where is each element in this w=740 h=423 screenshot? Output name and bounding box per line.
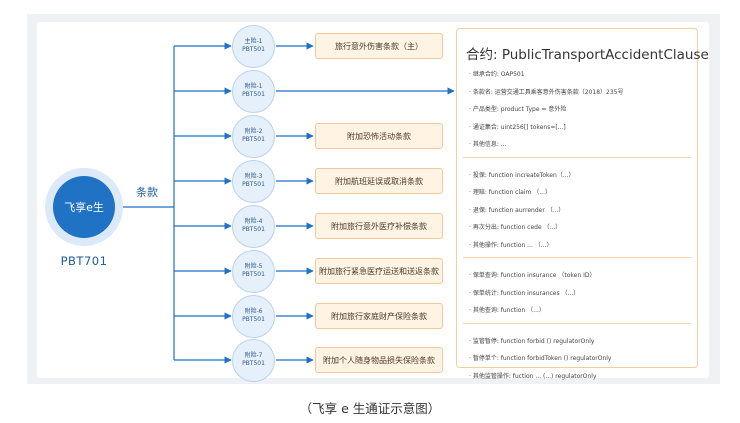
contract-item: · 其他监管操作: fuction ... (...) regulatorOnl…	[469, 372, 597, 380]
policy-node-code: PBT501	[242, 360, 265, 367]
policy-node-code: PBT501	[242, 91, 265, 98]
clause-box: 附加航班延误或取消条款	[315, 168, 443, 194]
clause-box: 附加恐怖活动条款	[315, 123, 443, 149]
contract-item: · 条款名: 运营交通工具乘客意外伤害条款（2018）235号	[469, 88, 624, 96]
contract-item: · 产品类型: product Type = 意外险	[469, 106, 567, 113]
policy-node-code: PBT501	[242, 181, 265, 188]
clause-box: 附加个人随身物品损失保险条款	[315, 347, 443, 373]
contract-separator	[463, 156, 691, 158]
policy-node-type: 附险-7	[244, 352, 263, 359]
policy-node-code: PBT501	[242, 316, 265, 323]
policy-node-type: 附险-6	[244, 308, 263, 315]
policy-node-type: 附险-2	[244, 128, 263, 135]
clause-box: 旅行意外伤害条款（主）	[315, 33, 443, 59]
contract-item: · 理赔: function claim （...）	[469, 189, 551, 196]
hub-code: PBT701	[60, 254, 108, 268]
contract-item: · 保单查询: function insurance （token ID）	[469, 272, 596, 279]
contract-item: · 投保: function increateToken（...）	[469, 171, 575, 179]
policy-node-type: 附险-1	[244, 83, 263, 90]
policy-node-type: 附险-4	[244, 218, 263, 225]
policy-node-code: PBT501	[242, 271, 265, 278]
contract-item: · 继承合约: OAP501	[469, 71, 525, 78]
contract-title: 合约: PublicTransportAccidentClause	[466, 47, 709, 63]
figure-caption: （飞享 e 生通证示意图）	[299, 401, 441, 416]
policy-node-code: PBT501	[242, 226, 265, 233]
policy-node-code: PBT501	[242, 46, 265, 53]
contract-separator	[463, 322, 691, 324]
contract-item: · 暂停单个: function forbidToken () regulato…	[469, 355, 612, 362]
contract-item: · 其他操作: function ... （...）	[469, 241, 553, 249]
hub-node: 飞享e生	[53, 176, 115, 238]
policy-node-type: 附险-3	[244, 173, 263, 180]
contract-separator	[463, 257, 691, 258]
contract-item: · 再次分出: function cede （...）	[469, 224, 562, 231]
clause-box: 附加旅行紧急医疗运送和送返条款	[315, 258, 443, 284]
contract-item: · 保单统计: function insurances （...）	[469, 289, 580, 297]
contract-item: · 其他信息: ...	[469, 141, 507, 148]
clause-box: 附加旅行意外医疗补偿条款	[315, 213, 443, 239]
contract-item: · 通证集合: uint256[] tokens=[...]	[469, 123, 566, 131]
clause-box: 附加旅行家庭财产保险条款	[315, 303, 443, 329]
contract-item: · 退保: function aurrender （...）	[469, 206, 565, 214]
contract-card: 合约: PublicTransportAccidentClause · 继承合约…	[456, 28, 709, 380]
policy-node-code: PBT501	[242, 136, 265, 143]
contract-item: · 监管暂停: function forbid () regulatorOnly	[469, 337, 595, 345]
hub-label: 飞享e生	[64, 201, 104, 214]
edge-label: 条款	[136, 186, 158, 199]
contract-item: · 其他查询: function （...）	[469, 307, 545, 314]
policy-node-type: 主险-1	[244, 38, 263, 45]
policy-node-type: 附险-5	[244, 263, 263, 270]
